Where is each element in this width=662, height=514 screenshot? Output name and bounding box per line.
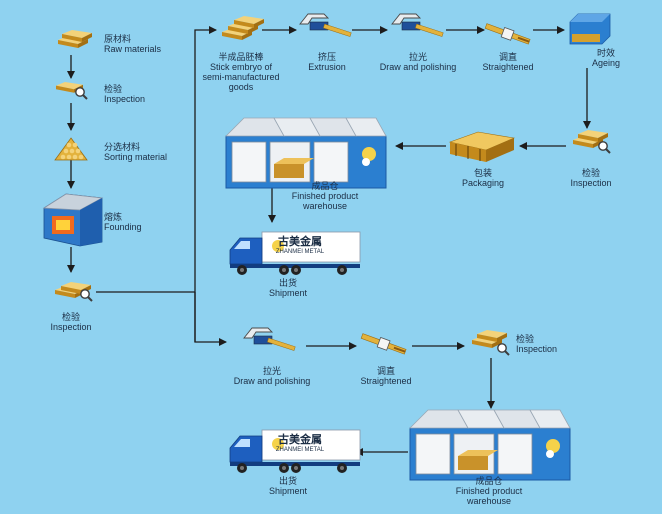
magnifier-inspection-icon — [472, 330, 510, 356]
label-en: Stick embryo of — [209, 62, 273, 72]
label-en: warehouse — [302, 201, 348, 211]
label-cn: 包装 — [473, 168, 492, 178]
label-en: semi-manufactured — [202, 72, 280, 82]
label-en: Extrusion — [308, 62, 346, 72]
step-extrusion-label: 挤压 Extrusion — [308, 52, 346, 72]
truck-sign: 古美金属 ZHANMEI METAL — [268, 236, 332, 256]
truck-sign-cn: 古美金属 — [278, 434, 322, 446]
step-inspection-2-label: 检验 Inspection — [50, 312, 91, 332]
label-en: Draw and polishing — [233, 376, 311, 386]
ageing-oven-icon — [569, 13, 611, 45]
label-cn: 出货 — [278, 278, 297, 288]
step-inspection-1-label: 检验 Inspection — [104, 84, 145, 104]
label-cn: 成品仓 — [475, 476, 503, 486]
magnifier-inspection-icon — [55, 282, 93, 302]
truck-sign: 古美金属 ZHANMEI METAL — [268, 434, 332, 454]
label-en: Straightened — [360, 376, 412, 386]
label-en: Packaging — [461, 178, 505, 188]
packaged-bars-icon — [448, 131, 516, 162]
label-en: Finished product — [291, 191, 359, 201]
label-en: Inspection — [570, 178, 612, 188]
label-cn: 拉光 — [262, 366, 282, 376]
straightener-icon — [483, 20, 532, 47]
step-shipment-2-label: 出货 Shipment — [269, 476, 307, 496]
label-cn: 检验 — [581, 168, 600, 178]
straightener-icon — [359, 330, 408, 357]
label-en: goods — [228, 82, 254, 92]
step-ageing-label: 时效 Ageing — [592, 48, 620, 68]
gold-bars-icon — [58, 30, 92, 48]
step-semi-label: 半成品胚棒 Stick embryo of semi-manufactured … — [202, 52, 279, 92]
warehouse-icon — [409, 409, 571, 481]
label-en: Raw materials — [104, 44, 162, 54]
step-raw-materials-label: 原材料 Raw materials — [104, 34, 161, 54]
step-straight-2-label: 调直 Straightened — [360, 366, 411, 386]
step-shipment-1-label: 出货 Shipment — [269, 278, 307, 298]
magnifier-inspection-icon — [573, 130, 611, 154]
polishing-machine-icon — [243, 327, 296, 352]
label-en: Ageing — [591, 58, 621, 68]
label-cn: 时效 — [596, 48, 615, 58]
magnifier-inspection-icon — [56, 82, 88, 100]
label-cn: 成品仓 — [311, 181, 339, 191]
label-en: Draw and polishing — [379, 62, 457, 72]
gold-bars-icon — [222, 16, 264, 40]
label-cn: 拉光 — [408, 52, 428, 62]
label-cn: 分选材料 — [104, 142, 141, 152]
label-cn: 调直 — [376, 366, 396, 376]
label-cn: 检验 — [61, 312, 80, 322]
truck-sign-cn: 古美金属 — [278, 236, 322, 248]
label-cn: 原材料 — [104, 34, 132, 44]
step-warehouse-2-label: 成品仓 Finished product warehouse — [456, 476, 523, 506]
step-draw-1-label: 拉光 Draw and polishing — [380, 52, 457, 72]
label-en: warehouse — [466, 496, 512, 506]
warehouse-icon — [225, 117, 387, 189]
step-inspection-4-label: 检验 Inspection — [516, 334, 557, 354]
label-en: Inspection — [516, 344, 558, 354]
label-cn: 出货 — [278, 476, 297, 486]
step-straight-1-label: 调直 Straightened — [482, 52, 533, 72]
label-en: Straightened — [482, 62, 534, 72]
label-en: Inspection — [50, 322, 92, 332]
step-inspection-3-label: 检验 Inspection — [570, 168, 611, 188]
step-warehouse-1-label: 成品仓 Finished product warehouse — [292, 181, 359, 211]
label-cn: 挤压 — [317, 52, 336, 62]
label-en: Shipment — [268, 486, 308, 496]
step-sorting-label: 分选材料 Sorting material — [104, 142, 167, 162]
label-cn: 熔炼 — [104, 212, 123, 222]
label-cn: 检验 — [516, 334, 535, 344]
step-founding-label: 熔炼 Founding — [104, 212, 142, 232]
truck-sign-en: ZHANMEI METAL — [275, 249, 325, 255]
label-cn: 检验 — [104, 84, 123, 94]
polishing-machine-icon — [391, 13, 444, 38]
step-packaging-label: 包装 Packaging — [462, 168, 504, 188]
gold-stack-icon — [54, 137, 88, 161]
label-en: Sorting material — [104, 152, 168, 162]
truck-sign-en: ZHANMEI METAL — [275, 447, 325, 453]
furnace-icon — [42, 193, 104, 247]
label-en: Finished product — [455, 486, 523, 496]
connector-lines — [67, 26, 591, 456]
step-draw-2-label: 拉光 Draw and polishing — [234, 366, 311, 386]
label-cn: 调直 — [498, 52, 518, 62]
label-en: Founding — [104, 222, 142, 232]
label-en: Shipment — [268, 288, 308, 298]
label-en: Inspection — [104, 94, 146, 104]
extrusion-press-icon — [299, 13, 352, 38]
label-cn: 半成品胚棒 — [218, 52, 264, 62]
